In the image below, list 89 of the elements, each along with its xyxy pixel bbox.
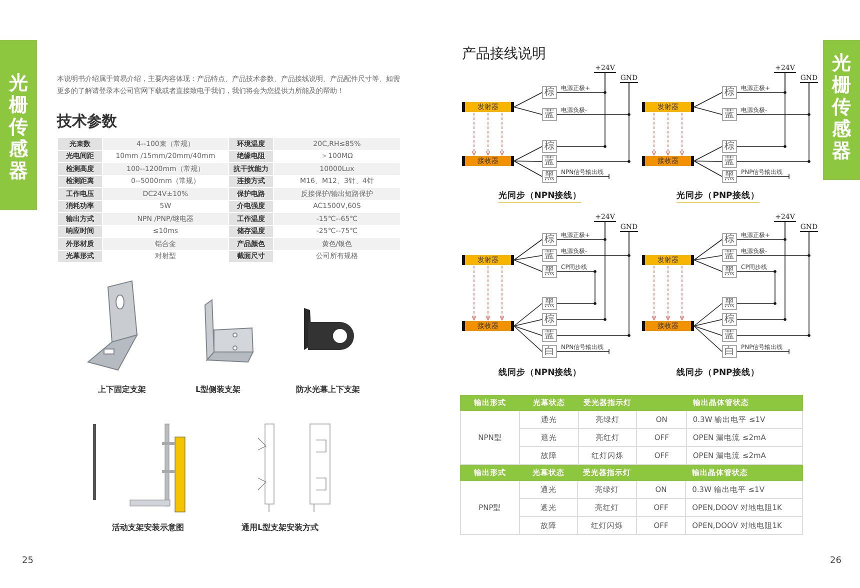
wire [556,82,630,162]
diagram-caption: 线同步（PNP接线） [676,367,760,379]
wire-color-box: 蓝 [722,155,737,168]
light-beam-arrow [666,112,670,156]
light-beam-arrow [500,112,504,156]
wire [514,260,542,272]
wire [694,146,722,162]
wire [694,326,722,352]
wire-color-box: 蓝 [542,329,557,342]
wire [514,160,542,177]
diagram-caption: 光同步（NPN接线） [498,190,582,203]
light-beam-arrow [500,266,504,320]
caption: 通用L型支架安装方式 [241,522,319,533]
wire [514,239,542,260]
wire-color-box: 蓝 [542,155,557,168]
wire [694,160,722,177]
wire [694,326,722,336]
wire [736,82,810,162]
section-tab: 光栅传感器 [0,40,37,210]
wire-color-box: 蓝 [542,249,557,262]
wire [514,326,542,336]
wire-color-box: 棕 [542,86,557,99]
light-beam-arrow [652,266,656,320]
wire-color-box: 黑 [542,170,557,183]
wire-color-box: 白 [542,345,557,358]
section-tab: 光栅传感器 [823,40,860,180]
light-beam-arrow [680,266,684,320]
wire [694,160,722,162]
wire [694,303,722,326]
wire-color-box: 蓝 [542,108,557,121]
wire-color-box: 棕 [542,140,557,153]
light-beam-arrow [652,112,656,156]
wire [694,92,722,108]
wire [556,222,606,320]
wire-color-box: 黑 [722,170,737,183]
wire [694,239,722,260]
wire-color-box: 蓝 [722,108,737,121]
wire [694,255,722,260]
caption: L型侧装支架 [195,384,241,395]
caption: 防水光幕上下支架 [296,384,360,395]
wire [514,146,542,162]
light-beam-arrow [472,266,476,320]
wire [694,106,722,115]
wire [556,232,630,336]
caption: 上下固定支架 [98,384,146,395]
light-beam-arrow [486,266,490,320]
wire-color-box: 黑 [542,265,557,278]
light-beam-arrow [666,266,670,320]
diagram-caption: 线同步（NPN接线） [498,367,582,379]
diagram-caption: 光同步（PNP接线） [676,190,760,203]
page-number: 26 [830,556,842,566]
wire-color-box: 黑 [722,265,737,278]
wire [556,271,596,304]
light-beam-arrow [486,112,490,156]
wire-color-box: 棕 [542,313,557,326]
caption: 活动支架安装示意图 [112,522,184,533]
light-beam-arrow [680,112,684,156]
wire [514,319,542,326]
wire-color-box: 棕 [722,86,737,99]
wire [694,319,722,326]
wire [556,72,606,147]
wire-color-box: 白 [722,345,737,358]
wire-color-box: 蓝 [722,329,737,342]
wire [514,255,542,260]
wire [514,92,542,108]
wire [556,348,610,354]
section-heading: 产品接线说明 [462,45,546,63]
wire [514,326,542,352]
wire [514,106,542,115]
light-beam-arrow [472,112,476,156]
section-heading: 技术参数 [57,112,117,131]
wire [736,222,786,320]
wire [736,271,776,304]
wire-color-box: 棕 [722,313,737,326]
wire-color-box: 棕 [722,233,737,246]
wire [694,260,722,272]
wire [514,160,542,162]
wire-color-box: 棕 [722,140,737,153]
wire [736,72,786,147]
wire [556,174,610,180]
wire [514,303,542,326]
wire-color-box: 黑 [542,297,557,310]
wire-color-box: 蓝 [722,249,737,262]
wire [736,348,790,354]
wire [736,174,790,180]
page-number: 25 [22,556,34,566]
wire-color-box: 黑 [722,297,737,310]
wire [736,232,810,336]
wire-color-box: 棕 [542,233,557,246]
